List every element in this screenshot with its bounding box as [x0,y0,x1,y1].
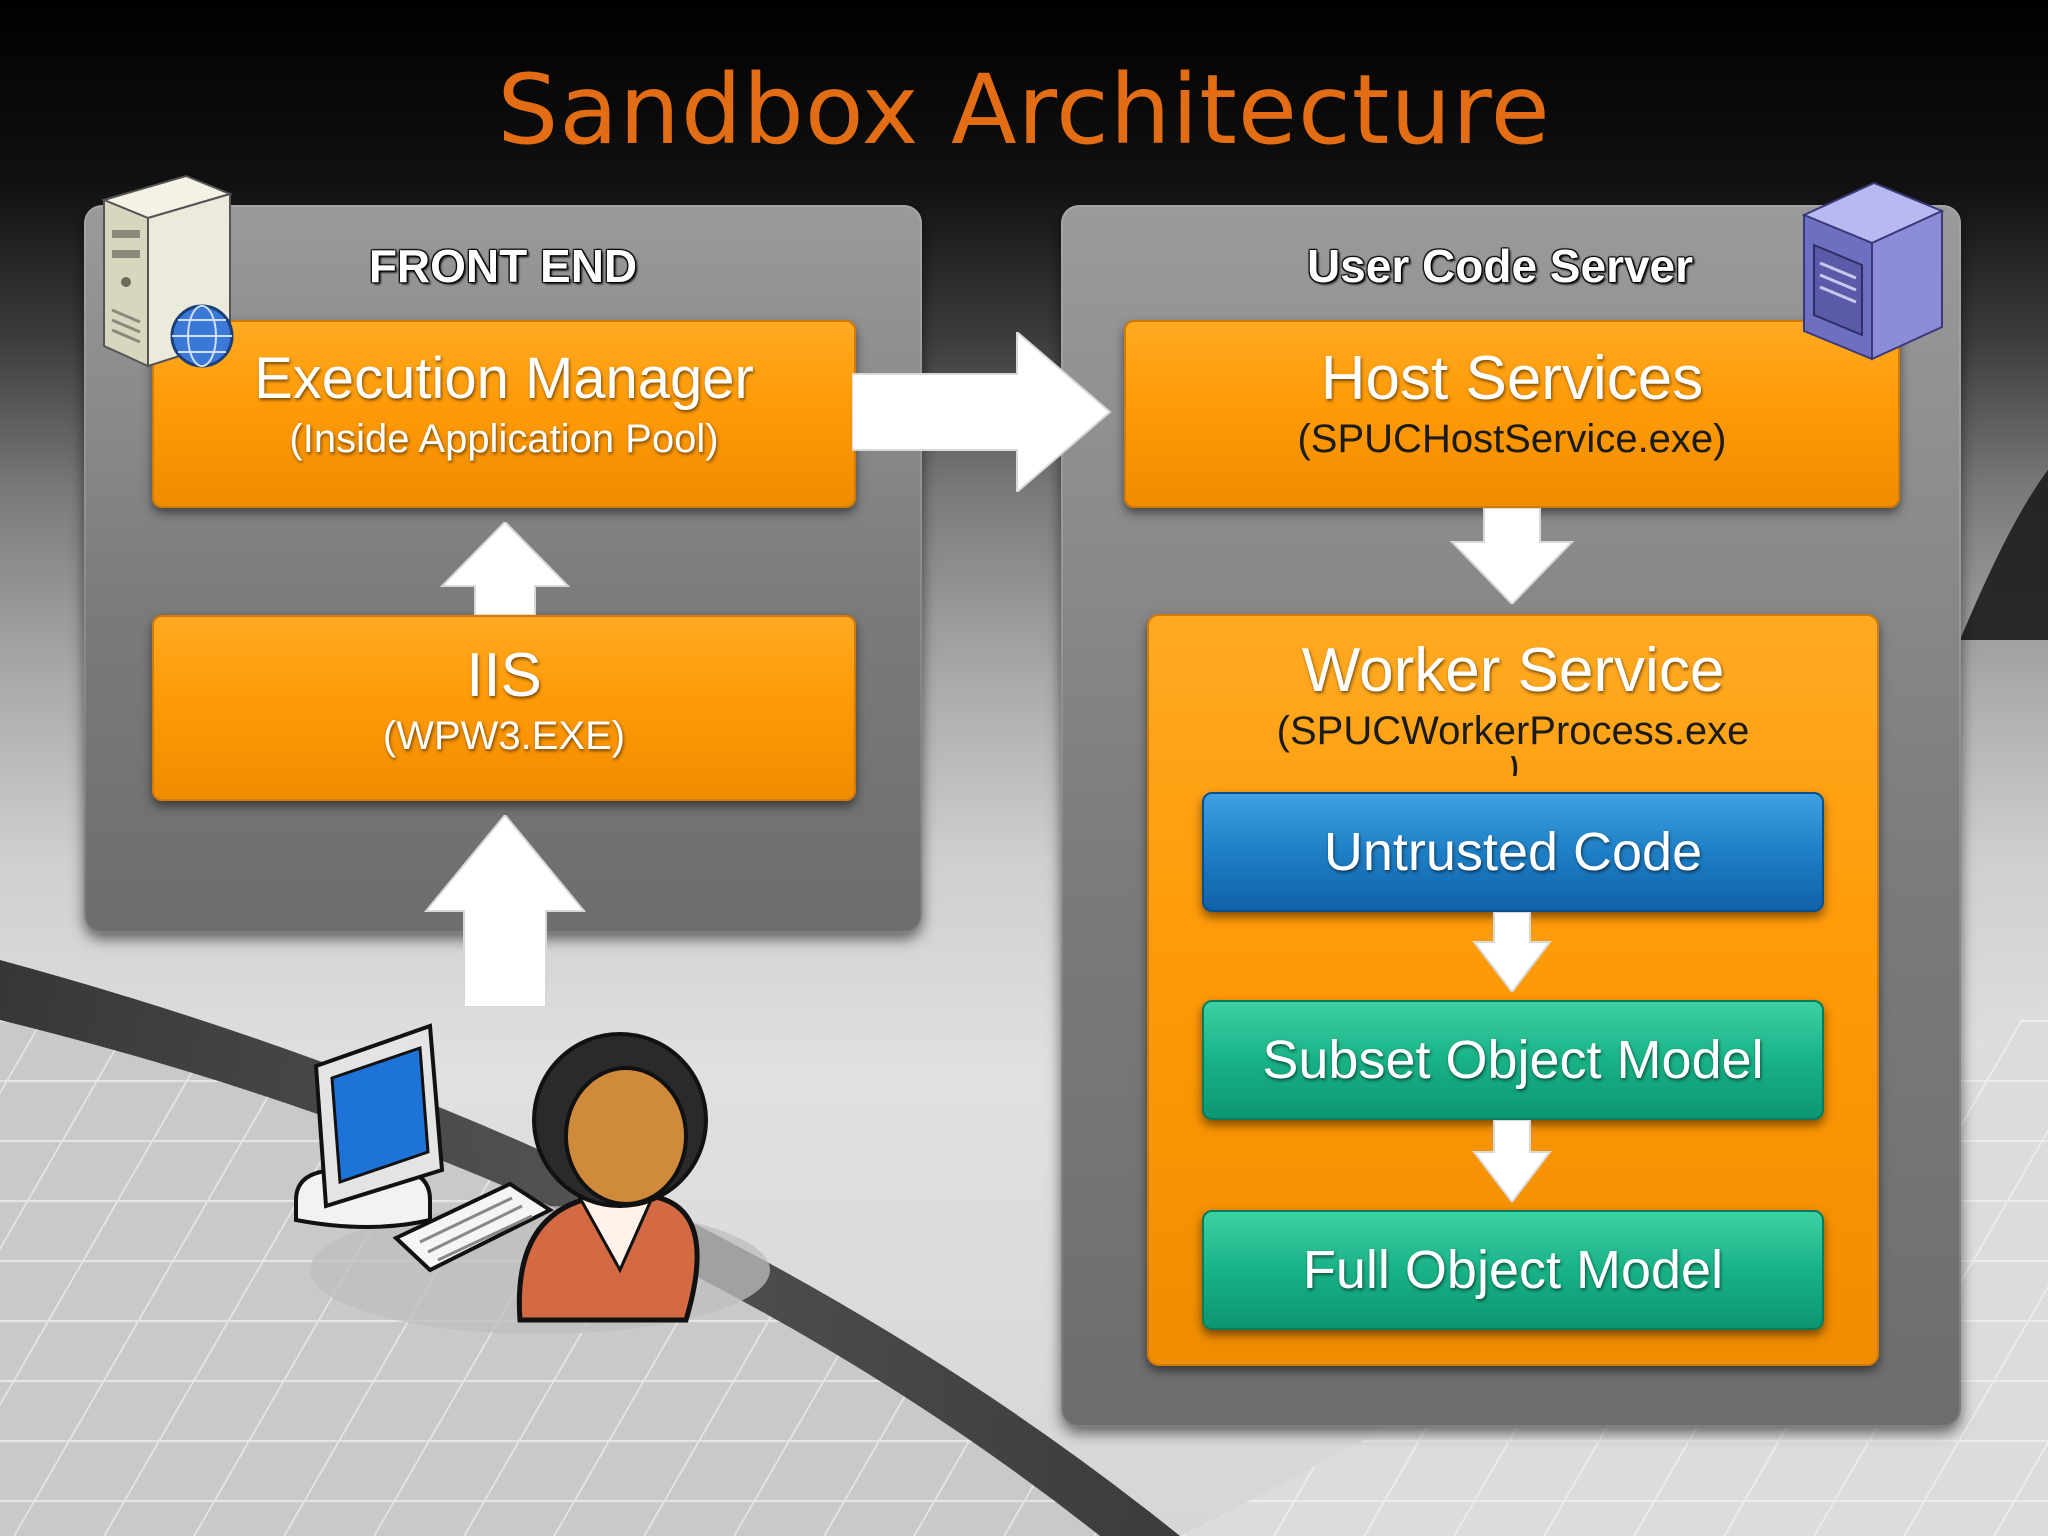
subset-object-model-box: Subset Object Model [1202,1000,1824,1120]
iis-name: IIS [466,641,542,710]
host-services-detail: (SPUCHostService.exe) [1297,417,1727,461]
computer-user-icon [294,1023,770,1334]
execution-manager-box: Execution Manager (Inside Application Po… [152,320,856,508]
host-services-name: Host Services [1320,344,1704,413]
user-code-server-label: User Code Server [1306,240,1694,292]
server-globe-icon [100,174,234,368]
arrow-iis-to-execution [440,522,570,615]
arrow-untrusted-to-subset [1472,912,1552,992]
arrow-execution-to-host [852,332,1112,492]
front-end-label: FRONT END [368,240,638,292]
iis-detail: (WPW3.EXE) [382,714,626,758]
untrusted-code-label: Untrusted Code [1323,822,1703,882]
arrow-user-to-iis [424,815,586,1007]
host-services-box: Host Services (SPUCHostService.exe) [1124,320,1900,508]
arrow-host-to-worker [1450,508,1574,604]
subset-object-model-label: Subset Object Model [1262,1030,1764,1090]
server-rack-icon [1801,181,1945,361]
worker-service-detail-overflow: ) [1149,756,1877,776]
full-object-model-box: Full Object Model [1202,1210,1824,1330]
slide-title: Sandbox Architecture [497,54,1551,166]
worker-service-name: Worker Service [1301,636,1725,705]
execution-manager-detail: (Inside Application Pool) [289,417,719,461]
arrow-subset-to-full [1472,1120,1552,1202]
execution-manager-name: Execution Manager [254,346,754,411]
untrusted-code-box: Untrusted Code [1202,792,1824,912]
full-object-model-label: Full Object Model [1302,1240,1724,1300]
worker-service-detail: (SPUCWorkerProcess.exe [1276,709,1750,753]
iis-box: IIS (WPW3.EXE) [152,615,856,801]
